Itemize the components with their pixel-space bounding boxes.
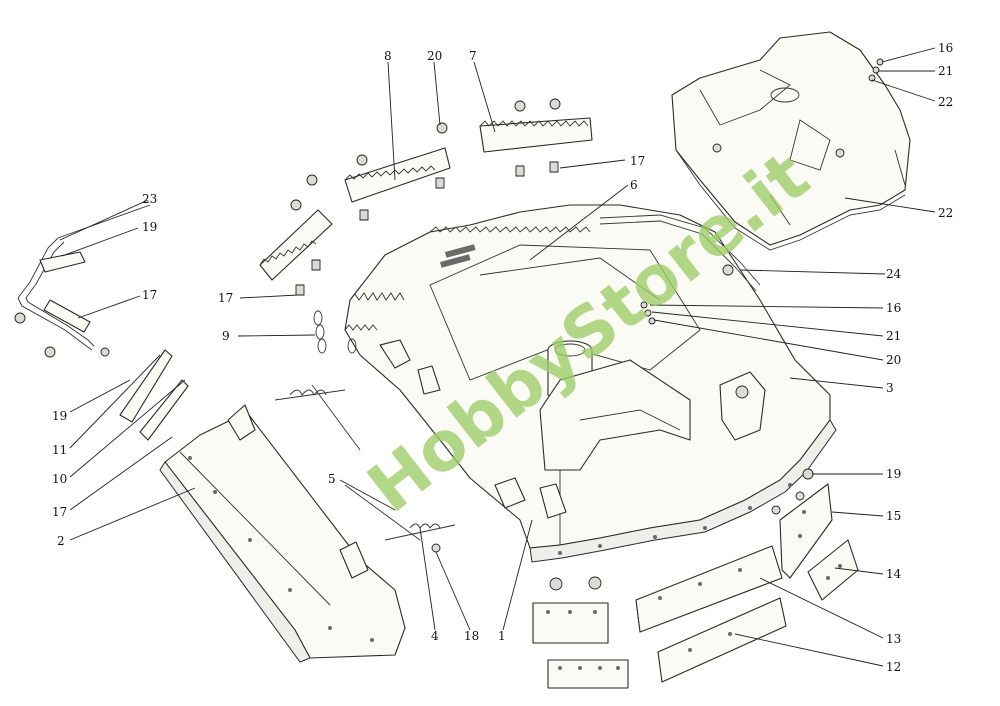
callout-19: 19 xyxy=(142,220,157,234)
front-plates xyxy=(532,576,629,689)
callout-2: 2 xyxy=(57,534,65,548)
callout-24: 24 xyxy=(886,267,902,281)
callout-22: 22 xyxy=(938,206,953,220)
callout-14: 14 xyxy=(886,567,902,581)
blade-plate-7 xyxy=(479,98,593,177)
blade-plate-13 xyxy=(635,545,783,633)
callout-5: 5 xyxy=(328,472,336,486)
callout-3: 3 xyxy=(886,381,894,395)
callout-17: 17 xyxy=(142,288,157,302)
callout-17: 17 xyxy=(630,154,645,168)
callout-21: 21 xyxy=(886,329,901,343)
callout-10: 10 xyxy=(52,472,67,486)
callout-9: 9 xyxy=(222,329,230,343)
callout-6: 6 xyxy=(630,178,638,192)
callout-19: 19 xyxy=(52,409,67,423)
blade-plate-left xyxy=(259,174,333,296)
mower-deck xyxy=(344,204,837,563)
bracket-23 xyxy=(14,204,151,358)
blade-plate-14 xyxy=(807,539,859,601)
callout-15: 15 xyxy=(886,509,901,523)
callout-19: 19 xyxy=(886,467,901,481)
blade-plate-12 xyxy=(657,597,787,683)
callout-labels: 8 20 7 17 6 23 19 17 17 9 19 11 10 17 2 … xyxy=(52,41,953,674)
callout-17: 17 xyxy=(218,291,233,305)
leader-lines xyxy=(59,47,936,667)
callout-16: 16 xyxy=(938,41,953,55)
blade-plate-15 xyxy=(779,483,833,579)
left-skirt xyxy=(159,404,406,663)
callout-1: 1 xyxy=(498,629,506,643)
blade-plate-8 xyxy=(344,122,451,221)
callout-17: 17 xyxy=(52,505,67,519)
spring-assembly-5 xyxy=(274,384,456,553)
callout-8: 8 xyxy=(384,49,392,63)
callout-20: 21 xyxy=(938,64,953,78)
callout-21: 22 xyxy=(938,95,953,109)
blade-plates-10-11 xyxy=(119,349,189,441)
callout-20: 20 xyxy=(886,353,901,367)
callout-13: 13 xyxy=(886,632,901,646)
chain-9 xyxy=(313,310,357,354)
callout-11: 11 xyxy=(52,443,67,457)
callout-18: 18 xyxy=(464,629,479,643)
callout-23: 23 xyxy=(142,192,157,206)
top-cover xyxy=(671,31,911,251)
callout-12: 12 xyxy=(886,660,901,674)
callout-4: 4 xyxy=(431,629,439,643)
callout-7: 7 xyxy=(469,49,477,63)
callout-16: 16 xyxy=(886,301,901,315)
bolt-set-right xyxy=(640,58,884,515)
callout-19: 20 xyxy=(427,49,442,63)
